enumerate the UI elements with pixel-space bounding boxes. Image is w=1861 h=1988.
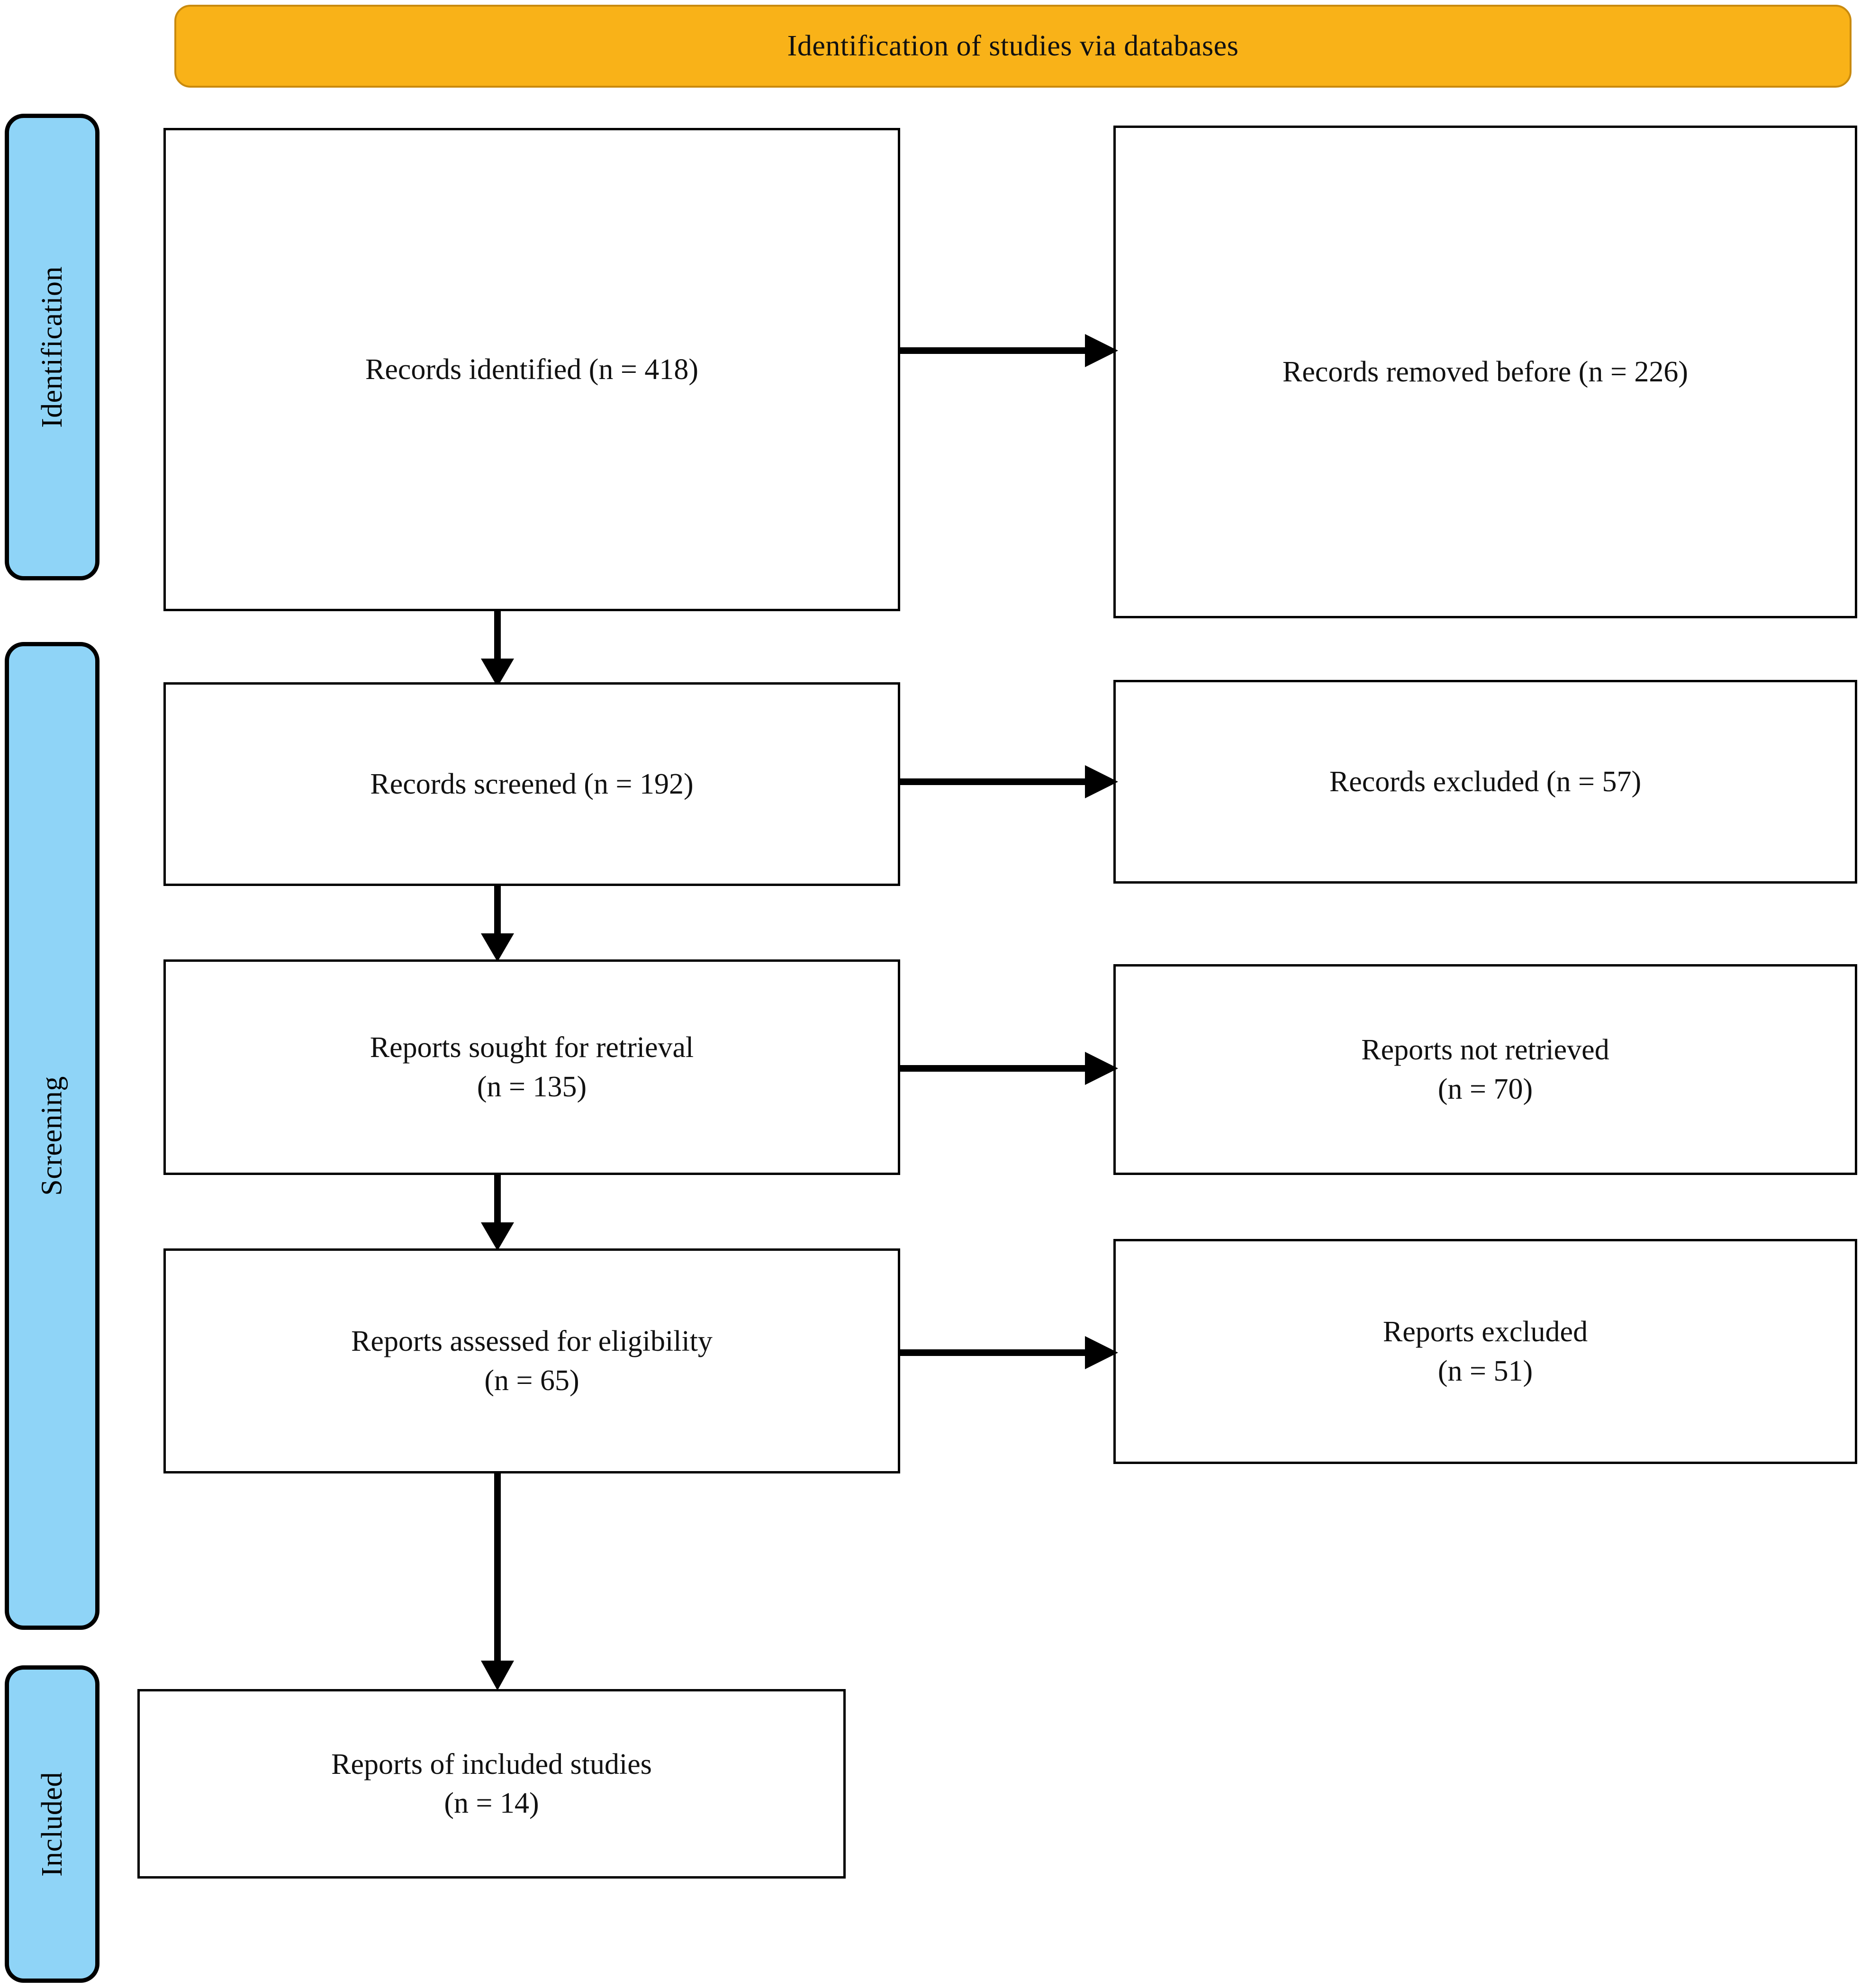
arrow-identified-to-screened (481, 611, 514, 687)
node-reports-sought-label: Reports sought for retrieval (n = 135) (370, 1031, 694, 1103)
stage-rail-identification-label: Identification (36, 266, 68, 428)
identification-banner: Identification of studies via databases (174, 5, 1852, 88)
node-records-identified-label: Records identified (n = 418) (365, 353, 698, 386)
arrow-sought-to-not-retrieved (898, 1052, 1118, 1085)
arrow-assessed-to-included (481, 1473, 514, 1690)
arrow-screened-to-excluded (898, 765, 1118, 798)
node-records-screened: Records screened (n = 192) (163, 682, 900, 886)
arrow-assessed-to-reports-excluded (898, 1336, 1118, 1369)
node-records-removed: Records removed before (n = 226) (1113, 126, 1857, 618)
node-reports-excluded: Reports excluded (n = 51) (1113, 1239, 1857, 1464)
stage-rail-included: Included (5, 1665, 99, 1983)
node-reports-not-retrieved-label: Reports not retrieved (n = 70) (1361, 1034, 1609, 1105)
arrow-identified-to-removed (898, 334, 1118, 367)
node-reports-assessed: Reports assessed for eligibility (n = 65… (163, 1248, 900, 1473)
stage-rail-identification: Identification (5, 114, 99, 580)
node-reports-assessed-label: Reports assessed for eligibility (n = 65… (351, 1325, 713, 1397)
node-reports-included-label: Reports of included studies (n = 14) (331, 1748, 652, 1819)
node-reports-excluded-label: Reports excluded (n = 51) (1382, 1316, 1588, 1387)
node-records-excluded: Records excluded (n = 57) (1113, 680, 1857, 884)
stage-rail-included-label: Included (36, 1771, 68, 1877)
arrow-sought-to-assessed (481, 1175, 514, 1251)
node-records-excluded-label: Records excluded (n = 57) (1329, 765, 1642, 798)
identification-banner-label: Identification of studies via databases (787, 30, 1239, 62)
node-reports-included: Reports of included studies (n = 14) (137, 1689, 846, 1879)
node-records-screened-label: Records screened (n = 192) (370, 768, 694, 800)
node-records-removed-label: Records removed before (n = 226) (1282, 355, 1689, 388)
stage-rail-screening-label: Screening (36, 1076, 68, 1196)
node-reports-sought: Reports sought for retrieval (n = 135) (163, 959, 900, 1175)
arrow-screened-to-sought (481, 886, 514, 962)
node-records-identified: Records identified (n = 418) (163, 128, 900, 611)
node-reports-not-retrieved: Reports not retrieved (n = 70) (1113, 964, 1857, 1175)
stage-rail-screening: Screening (5, 642, 99, 1630)
